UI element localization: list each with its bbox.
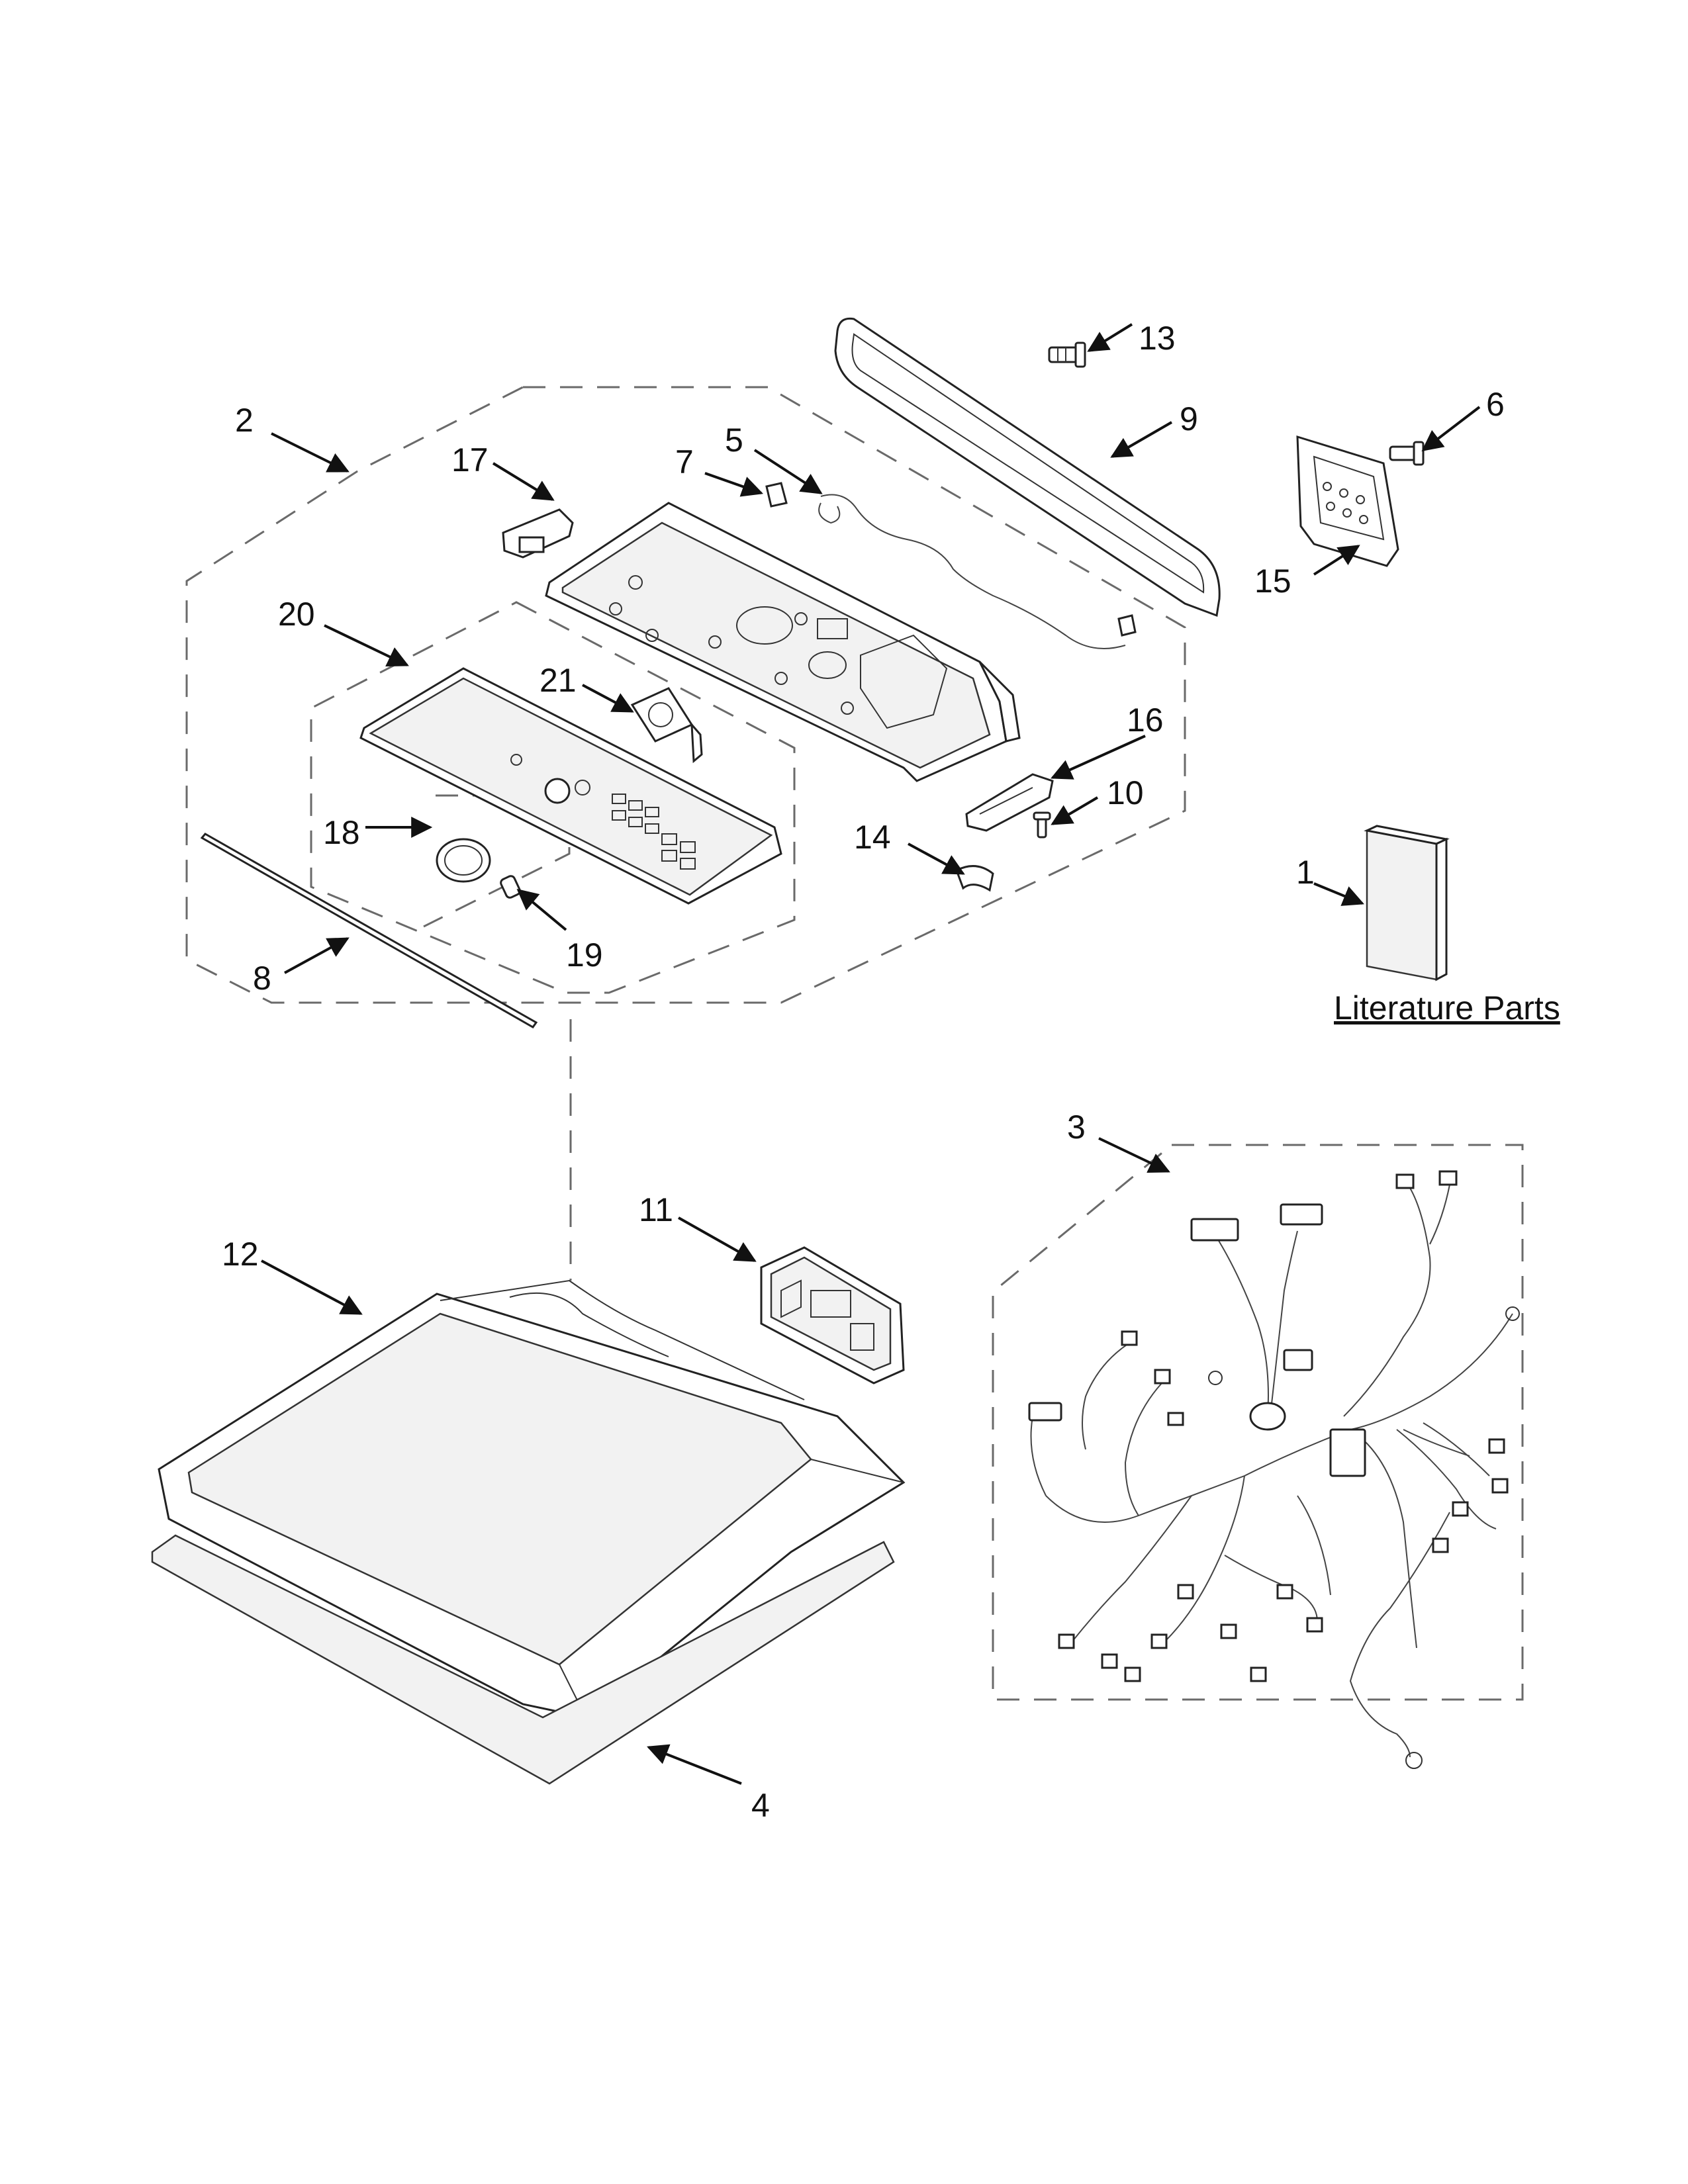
bracket-17 bbox=[502, 508, 574, 559]
clip-14 bbox=[955, 865, 994, 892]
callout-3: 3 bbox=[1067, 1109, 1086, 1146]
callout-18: 18 bbox=[323, 814, 360, 851]
callout-15: 15 bbox=[1254, 563, 1291, 600]
callout-20: 20 bbox=[278, 596, 315, 633]
knob-19 bbox=[500, 875, 521, 899]
control-board-11 bbox=[760, 1246, 905, 1385]
callout-21: 21 bbox=[539, 662, 577, 699]
callout-9: 9 bbox=[1180, 400, 1198, 437]
callout-7: 7 bbox=[675, 443, 694, 480]
harness-connectors bbox=[1028, 1170, 1520, 1769]
bracket-15 bbox=[1296, 435, 1399, 567]
callout-14: 14 bbox=[854, 819, 891, 856]
callout-17: 17 bbox=[451, 441, 489, 478]
callout-12: 12 bbox=[222, 1236, 259, 1273]
callout-8: 8 bbox=[253, 960, 271, 997]
cabinet-top-12 bbox=[158, 1279, 906, 1719]
literature-parts-label: Literature Parts bbox=[1334, 989, 1560, 1026]
screw-13 bbox=[1048, 341, 1086, 368]
console-buttons bbox=[612, 794, 696, 870]
screw-10 bbox=[1033, 811, 1051, 839]
callout-10: 10 bbox=[1107, 774, 1144, 811]
callout-labels: 1 2 3 4 5 6 7 8 9 10 11 12 13 14 15 16 1… bbox=[222, 320, 1560, 1824]
bezel-18 bbox=[436, 838, 491, 883]
control-module-21 bbox=[630, 687, 703, 764]
bracket-16 bbox=[965, 773, 1054, 832]
console-housing-holes bbox=[609, 575, 854, 715]
trim-strip-8 bbox=[200, 833, 538, 1028]
callout-16: 16 bbox=[1127, 702, 1164, 739]
console-panel bbox=[359, 667, 782, 905]
callout-2: 2 bbox=[235, 402, 254, 439]
bracket-15-holes bbox=[1323, 482, 1368, 524]
callout-4: 4 bbox=[751, 1787, 770, 1824]
literature-booklet bbox=[1364, 825, 1450, 981]
callout-1: 1 bbox=[1296, 854, 1315, 891]
screw-6 bbox=[1389, 441, 1425, 466]
group-outline-wire-harness bbox=[992, 1144, 1524, 1701]
console-housing bbox=[545, 502, 1021, 782]
clip-7 bbox=[765, 482, 788, 508]
callout-arrows bbox=[261, 323, 1481, 1785]
callout-6: 6 bbox=[1486, 386, 1505, 423]
wire-5 bbox=[818, 494, 1137, 649]
callout-13: 13 bbox=[1139, 320, 1176, 357]
callout-19: 19 bbox=[566, 936, 603, 974]
pad-4 bbox=[151, 1534, 895, 1785]
callout-5: 5 bbox=[725, 422, 743, 459]
wire-harness-3 bbox=[1028, 1170, 1520, 1769]
backsplash-rear-panel bbox=[834, 317, 1221, 617]
callout-11: 11 bbox=[639, 1191, 673, 1228]
